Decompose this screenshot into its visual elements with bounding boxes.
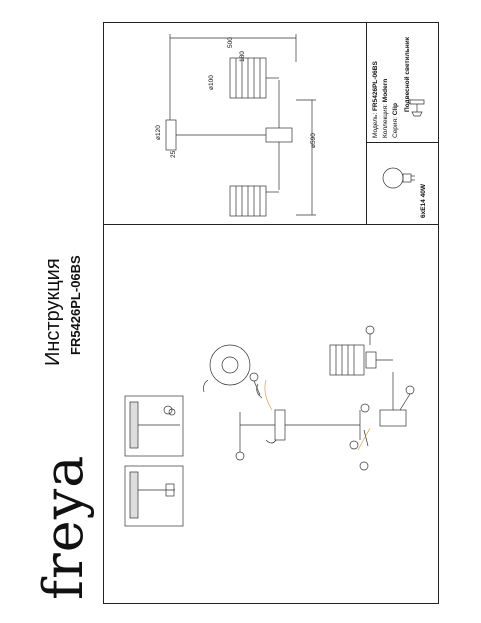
shade-assembly bbox=[329, 344, 365, 376]
central-body bbox=[265, 127, 293, 143]
section-divider bbox=[103, 224, 439, 225]
canopy-shape bbox=[165, 119, 177, 151]
mount-detail-2 bbox=[124, 465, 184, 527]
instruction-sheet bbox=[103, 22, 439, 604]
bulb-icon bbox=[382, 167, 415, 189]
ceiling-canopy bbox=[274, 409, 286, 441]
mount-detail-1 bbox=[124, 395, 184, 457]
mounting-plate bbox=[209, 344, 251, 386]
spec-panel-divider bbox=[366, 142, 439, 143]
spec-panel bbox=[366, 22, 439, 225]
callouts bbox=[163, 325, 415, 471]
pendant-icon bbox=[409, 99, 425, 117]
fixture-body bbox=[379, 409, 407, 427]
